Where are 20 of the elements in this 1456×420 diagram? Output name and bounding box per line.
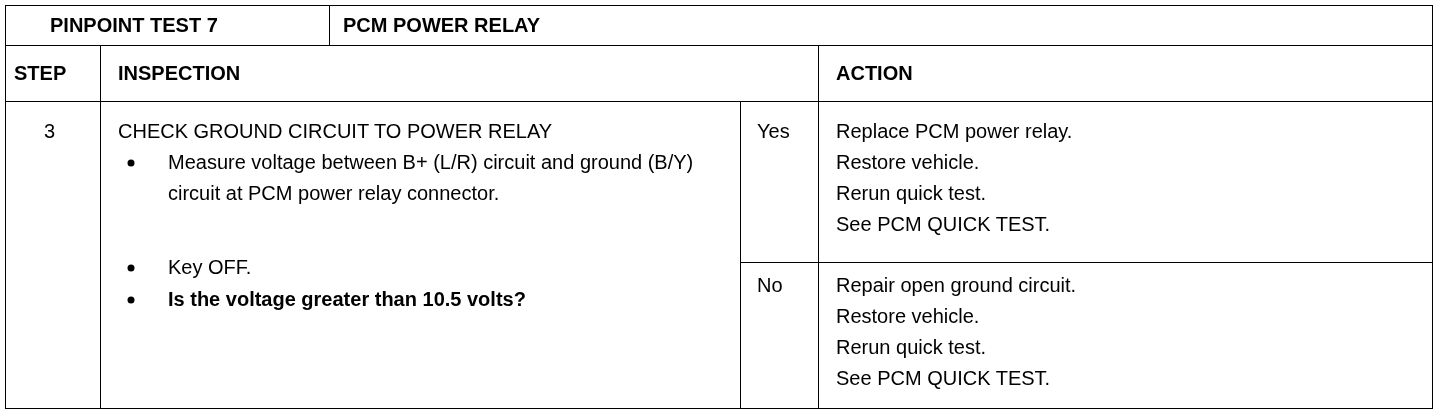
cell-text: Repair open ground circuit. <box>836 273 1077 298</box>
cell-text: Rerun quick test. <box>836 181 987 206</box>
header-text: PINPOINT TEST 7 <box>50 13 218 38</box>
cell-text: Key OFF. <box>168 255 252 280</box>
cell-text: 3 <box>44 119 56 144</box>
cell-text: See PCM QUICK TEST. <box>836 212 1051 237</box>
cell-text: Rerun quick test. <box>836 335 987 360</box>
cell-text: Replace PCM power relay. <box>836 119 1073 144</box>
cell-text: Is the voltage greater than 10.5 volts? <box>168 287 526 312</box>
cell-text: See PCM QUICK TEST. <box>836 366 1051 391</box>
cell-text: Restore vehicle. <box>836 304 980 329</box>
cell-text: CHECK GROUND CIRCUIT TO POWER RELAY <box>118 119 553 144</box>
header-text: PCM POWER RELAY <box>343 13 541 38</box>
cell-text: Restore vehicle. <box>836 150 980 175</box>
header-text: ACTION <box>836 61 913 86</box>
header-text: STEP <box>14 61 67 86</box>
header-text: INSPECTION <box>118 61 241 86</box>
cell-text: Measure voltage between B+ (L/R) circuit and ground (B/Y) circuit at PCM power relay connector. <box>168 150 695 206</box>
cell-text: No <box>757 273 783 298</box>
cell-text: Yes <box>757 119 790 144</box>
